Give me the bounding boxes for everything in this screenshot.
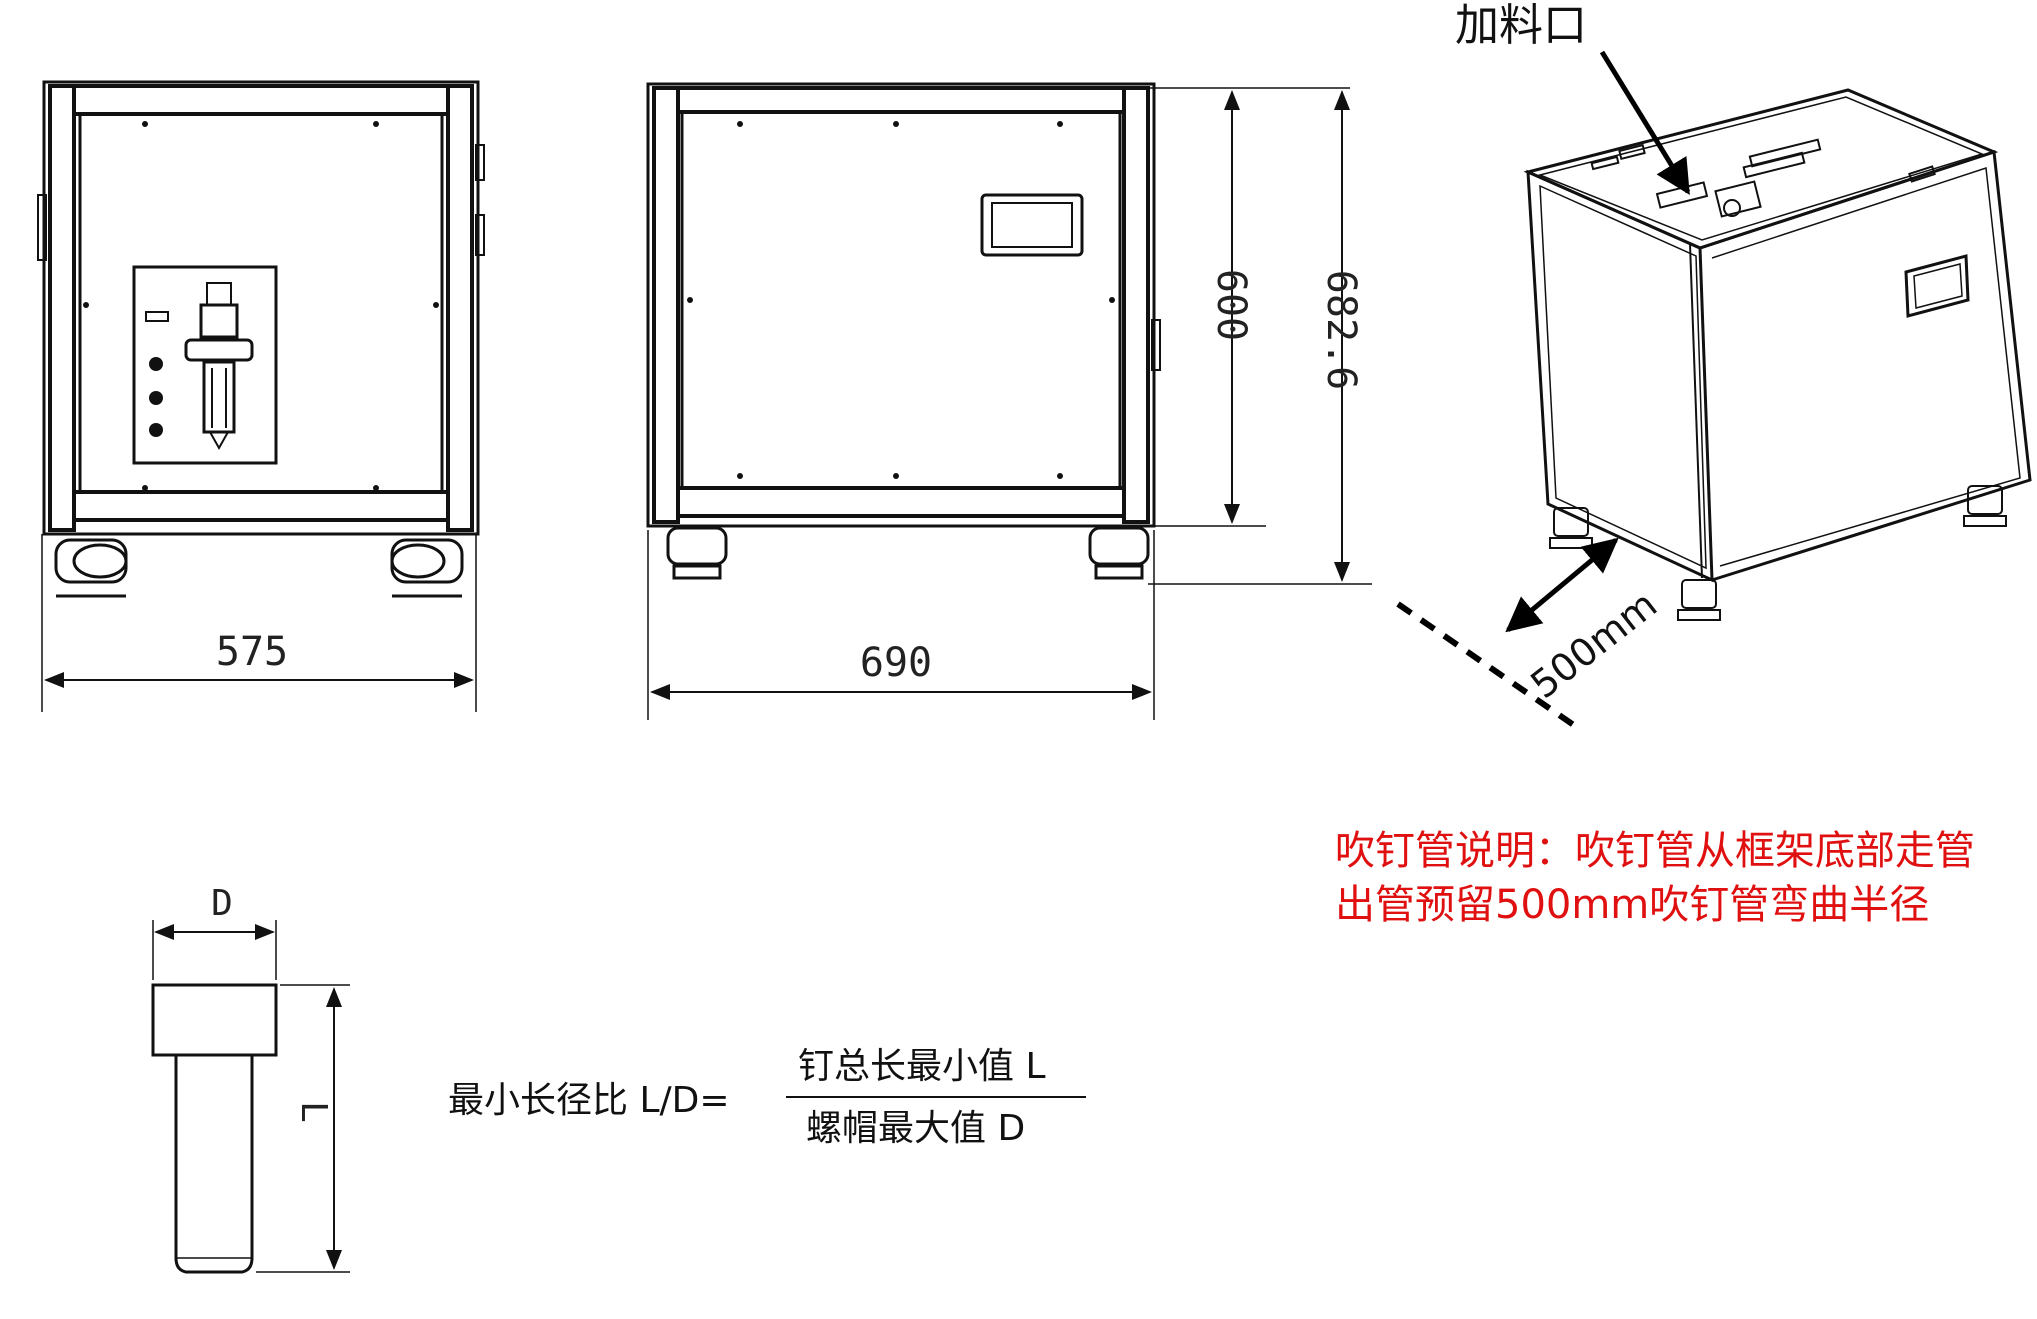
- front-width-label: 575: [216, 629, 288, 675]
- nail-diagram: [151, 920, 350, 1274]
- frame-height-label: 600: [1208, 269, 1254, 341]
- feed-port-label: 加料口: [1455, 0, 1587, 51]
- iso-view: [1396, 50, 2032, 731]
- ratio-denominator: 螺帽最大值 D: [806, 1108, 1025, 1149]
- diameter-label: D: [211, 883, 233, 924]
- front-view: [37, 80, 485, 712]
- ratio-prefix: 最小长径比 L/D=: [448, 1080, 730, 1121]
- note-line-1: 吹钉管说明：吹钉管从框架底部走管: [1335, 828, 1975, 874]
- length-label: L: [293, 1101, 334, 1123]
- total-height-label: 682.6: [1318, 270, 1364, 390]
- note-line-2: 出管预留500mm吹钉管弯曲半径: [1335, 882, 1929, 928]
- side-width-label: 690: [860, 640, 932, 686]
- ratio-numerator: 钉总长最小值 L: [798, 1046, 1046, 1087]
- side-view: [646, 82, 1372, 720]
